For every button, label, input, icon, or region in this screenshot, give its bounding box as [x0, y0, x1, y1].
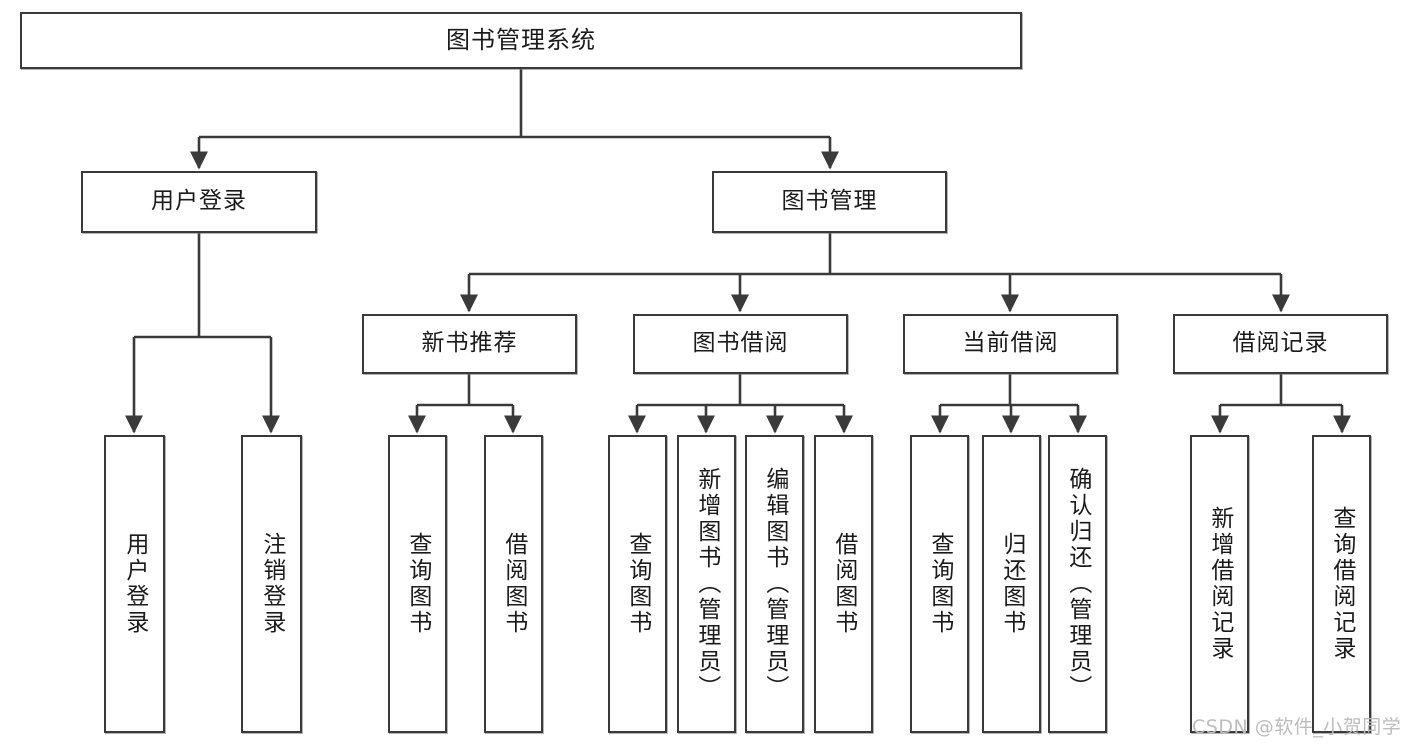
node-leaf-query-book-3[interactable]: 查询图书	[910, 435, 969, 733]
node-leaf-query-record-label: 查询借阅记录	[1328, 506, 1355, 662]
node-leaf-add-book[interactable]: 新增图书（管理员）	[677, 435, 736, 733]
node-leaf-edit-book-label: 编辑图书（管理员）	[761, 467, 788, 701]
node-leaf-query-book-2[interactable]: 查询图书	[608, 435, 667, 733]
node-leaf-confirm-return-label: 确认归还（管理员）	[1064, 467, 1091, 701]
node-book-manage-label: 图书管理	[781, 188, 878, 215]
node-leaf-user-login[interactable]: 用户登录	[104, 435, 165, 733]
node-root[interactable]: 图书管理系统	[20, 12, 1022, 69]
node-new-book-recommend[interactable]: 新书推荐	[362, 314, 577, 374]
node-leaf-query-book-3-label: 查询图书	[926, 532, 953, 636]
node-root-label: 图书管理系统	[446, 26, 596, 55]
node-leaf-add-record-label: 新增借阅记录	[1206, 506, 1233, 662]
node-leaf-logout[interactable]: 注销登录	[241, 435, 302, 733]
node-leaf-borrow-book-2-label: 借阅图书	[830, 532, 857, 636]
node-borrow-record[interactable]: 借阅记录	[1173, 314, 1388, 374]
node-borrow-record-label: 借阅记录	[1232, 330, 1329, 357]
node-leaf-borrow-book-2[interactable]: 借阅图书	[814, 435, 873, 733]
csdn-watermark: CSDN @软件_小贺同学	[1192, 716, 1402, 738]
node-book-manage[interactable]: 图书管理	[712, 171, 947, 233]
node-leaf-query-record[interactable]: 查询借阅记录	[1312, 435, 1371, 733]
node-current-borrow-label: 当前借阅	[962, 330, 1059, 357]
node-leaf-query-book-2-label: 查询图书	[624, 532, 651, 636]
node-new-book-recommend-label: 新书推荐	[421, 330, 518, 357]
node-leaf-query-book-1-label: 查询图书	[404, 532, 431, 636]
node-leaf-edit-book[interactable]: 编辑图书（管理员）	[745, 435, 804, 733]
node-user-login-label: 用户登录	[151, 188, 247, 215]
node-leaf-logout-label: 注销登录	[258, 532, 285, 636]
node-leaf-return-book-label: 归还图书	[998, 532, 1025, 636]
node-leaf-confirm-return[interactable]: 确认归还（管理员）	[1048, 435, 1107, 733]
node-leaf-add-record[interactable]: 新增借阅记录	[1190, 435, 1249, 733]
node-leaf-query-book-1[interactable]: 查询图书	[388, 435, 447, 733]
node-leaf-user-login-label: 用户登录	[121, 532, 148, 636]
node-leaf-return-book[interactable]: 归还图书	[982, 435, 1041, 733]
node-current-borrow[interactable]: 当前借阅	[903, 314, 1118, 374]
node-book-borrow[interactable]: 图书借阅	[633, 314, 848, 374]
node-leaf-add-book-label: 新增图书（管理员）	[693, 467, 720, 701]
node-leaf-borrow-book-1-label: 借阅图书	[500, 532, 527, 636]
node-book-borrow-label: 图书借阅	[692, 330, 789, 357]
node-leaf-borrow-book-1[interactable]: 借阅图书	[484, 435, 543, 733]
node-user-login[interactable]: 用户登录	[81, 171, 317, 233]
